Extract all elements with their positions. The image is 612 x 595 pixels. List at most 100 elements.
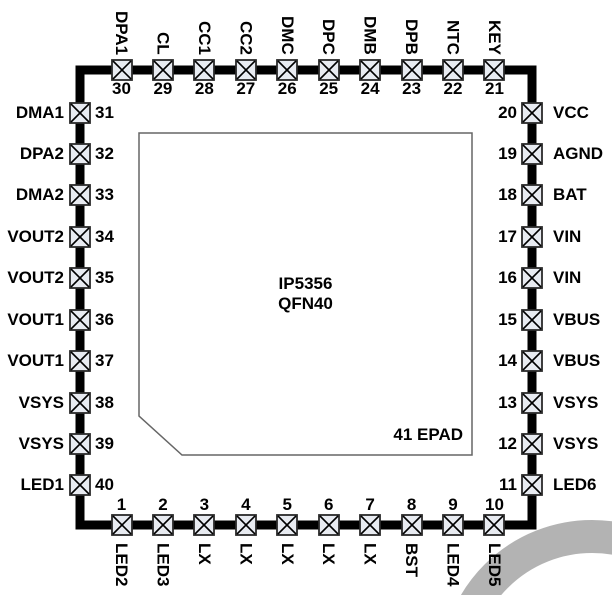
pin-10-number: 10 bbox=[484, 495, 504, 514]
pin-28-label: CC1 bbox=[194, 20, 214, 55]
pin-38-number: 38 bbox=[95, 392, 114, 412]
pin-32-label: DPA2 bbox=[19, 143, 64, 163]
epad-label: 41 EPAD bbox=[393, 425, 463, 444]
pin-36-pad bbox=[69, 308, 91, 331]
pin-22-pad bbox=[442, 59, 464, 81]
pin-31-pad bbox=[69, 101, 91, 124]
pin-39-pad bbox=[69, 433, 91, 455]
pin-15-number: 15 bbox=[498, 309, 517, 329]
pin-34-pad bbox=[69, 225, 91, 248]
chip-name: IP5356 QFN40 bbox=[205, 274, 406, 314]
pin-17-number: 17 bbox=[498, 226, 517, 246]
pin-40-number: 40 bbox=[95, 475, 114, 495]
pin-20-label: VCC bbox=[553, 102, 589, 122]
pin-20-number: 20 bbox=[498, 102, 517, 122]
pin-5-label: LX bbox=[277, 543, 297, 565]
pin-40-pad bbox=[69, 474, 91, 497]
pin-27-pad bbox=[234, 59, 257, 81]
pin-25-number: 25 bbox=[319, 79, 339, 98]
pin-36-label: VOUT1 bbox=[7, 309, 64, 329]
pin-8-pad bbox=[400, 514, 423, 536]
pin-26-label: DMC bbox=[277, 16, 297, 55]
pin-30-number: 30 bbox=[112, 79, 131, 98]
pin-32-number: 32 bbox=[95, 143, 114, 163]
pin-34-label: VOUT2 bbox=[7, 226, 64, 246]
pin-27-number: 27 bbox=[236, 79, 256, 98]
pin-4-number: 4 bbox=[241, 495, 251, 514]
chip-part-number: IP5356 bbox=[278, 274, 333, 293]
pin-24-pad bbox=[359, 59, 382, 81]
pin-25-label: DPC bbox=[319, 19, 339, 55]
pin-37-label: VOUT1 bbox=[7, 351, 64, 371]
pin-38-label: VSYS bbox=[18, 392, 64, 412]
pin-7-pad bbox=[359, 514, 382, 536]
package-body bbox=[138, 132, 473, 456]
pin-4-pad bbox=[234, 514, 257, 536]
pin-16-number: 16 bbox=[498, 268, 517, 288]
pin-39-label: VSYS bbox=[18, 434, 64, 454]
pin-26-pad bbox=[276, 59, 299, 81]
pin-3-pad bbox=[193, 514, 216, 536]
pin-33-pad bbox=[69, 184, 91, 207]
pin-37-pad bbox=[69, 350, 91, 373]
pin-30-label: DPA1 bbox=[112, 10, 131, 55]
pin-4-label: LX bbox=[236, 543, 256, 565]
pin-37-number: 37 bbox=[95, 351, 114, 371]
pin-3-label: LX bbox=[194, 543, 214, 565]
pin-29-pad bbox=[152, 59, 174, 81]
pin-14-number: 14 bbox=[498, 351, 517, 371]
pin-10-label: LED5 bbox=[484, 543, 504, 587]
pin-6-number: 6 bbox=[323, 495, 334, 514]
pin-32-pad bbox=[69, 143, 91, 165]
pin-40-label: LED1 bbox=[20, 475, 64, 495]
pin-25-pad bbox=[317, 59, 340, 81]
pin-11-number: 11 bbox=[499, 475, 517, 495]
pin-9-number: 9 bbox=[448, 495, 458, 514]
pin-18-number: 18 bbox=[498, 185, 517, 205]
pin-16-label: VIN bbox=[553, 268, 582, 288]
pin-19-label: AGND bbox=[553, 143, 604, 163]
pin-17-pad bbox=[521, 225, 543, 248]
pin-24-number: 24 bbox=[360, 79, 380, 98]
pin-34-number: 34 bbox=[95, 226, 114, 246]
pin-1-pad bbox=[110, 514, 133, 536]
pin-11-label: LED6 bbox=[553, 475, 597, 495]
pin-6-pad bbox=[317, 514, 340, 536]
pin-28-pad bbox=[193, 59, 216, 81]
chip-package-type: QFN40 bbox=[278, 294, 333, 313]
pin-17-label: VIN bbox=[553, 226, 582, 246]
pin-20-pad bbox=[521, 101, 543, 124]
pin-15-label: VBUS bbox=[553, 309, 601, 329]
pin-13-label: VSYS bbox=[553, 392, 599, 412]
pin-8-label: BST bbox=[402, 543, 422, 577]
pin-13-pad bbox=[521, 391, 543, 414]
pin-35-label: VOUT2 bbox=[7, 268, 64, 288]
pin-24-label: DMB bbox=[360, 16, 380, 55]
pin-15-pad bbox=[521, 308, 543, 331]
pin-12-pad bbox=[521, 433, 543, 455]
pin-10-pad bbox=[483, 514, 506, 536]
pin-1-number: 1 bbox=[116, 495, 127, 514]
pin-22-number: 22 bbox=[443, 79, 463, 98]
pin-2-pad bbox=[152, 514, 174, 536]
pin-38-pad bbox=[69, 391, 91, 414]
pin-9-label: LED4 bbox=[443, 543, 463, 587]
pin-9-pad bbox=[442, 514, 464, 536]
pin-5-pad bbox=[276, 514, 299, 536]
pin-19-pad bbox=[521, 143, 543, 165]
pin-28-number: 28 bbox=[194, 79, 214, 98]
pin-2-label: LED3 bbox=[153, 543, 173, 587]
pin-33-label: DMA2 bbox=[15, 185, 64, 205]
pin-29-label: CL bbox=[153, 32, 173, 55]
pin-1-label: LED2 bbox=[112, 543, 131, 587]
pin-29-number: 29 bbox=[153, 79, 173, 98]
pin-8-number: 8 bbox=[406, 495, 417, 514]
pin-7-number: 7 bbox=[365, 495, 375, 514]
pin-12-number: 12 bbox=[498, 434, 517, 454]
pin-35-pad bbox=[69, 267, 91, 290]
pin-30-pad bbox=[110, 59, 133, 81]
pin-36-number: 36 bbox=[95, 309, 114, 329]
pin-7-label: LX bbox=[360, 543, 380, 565]
